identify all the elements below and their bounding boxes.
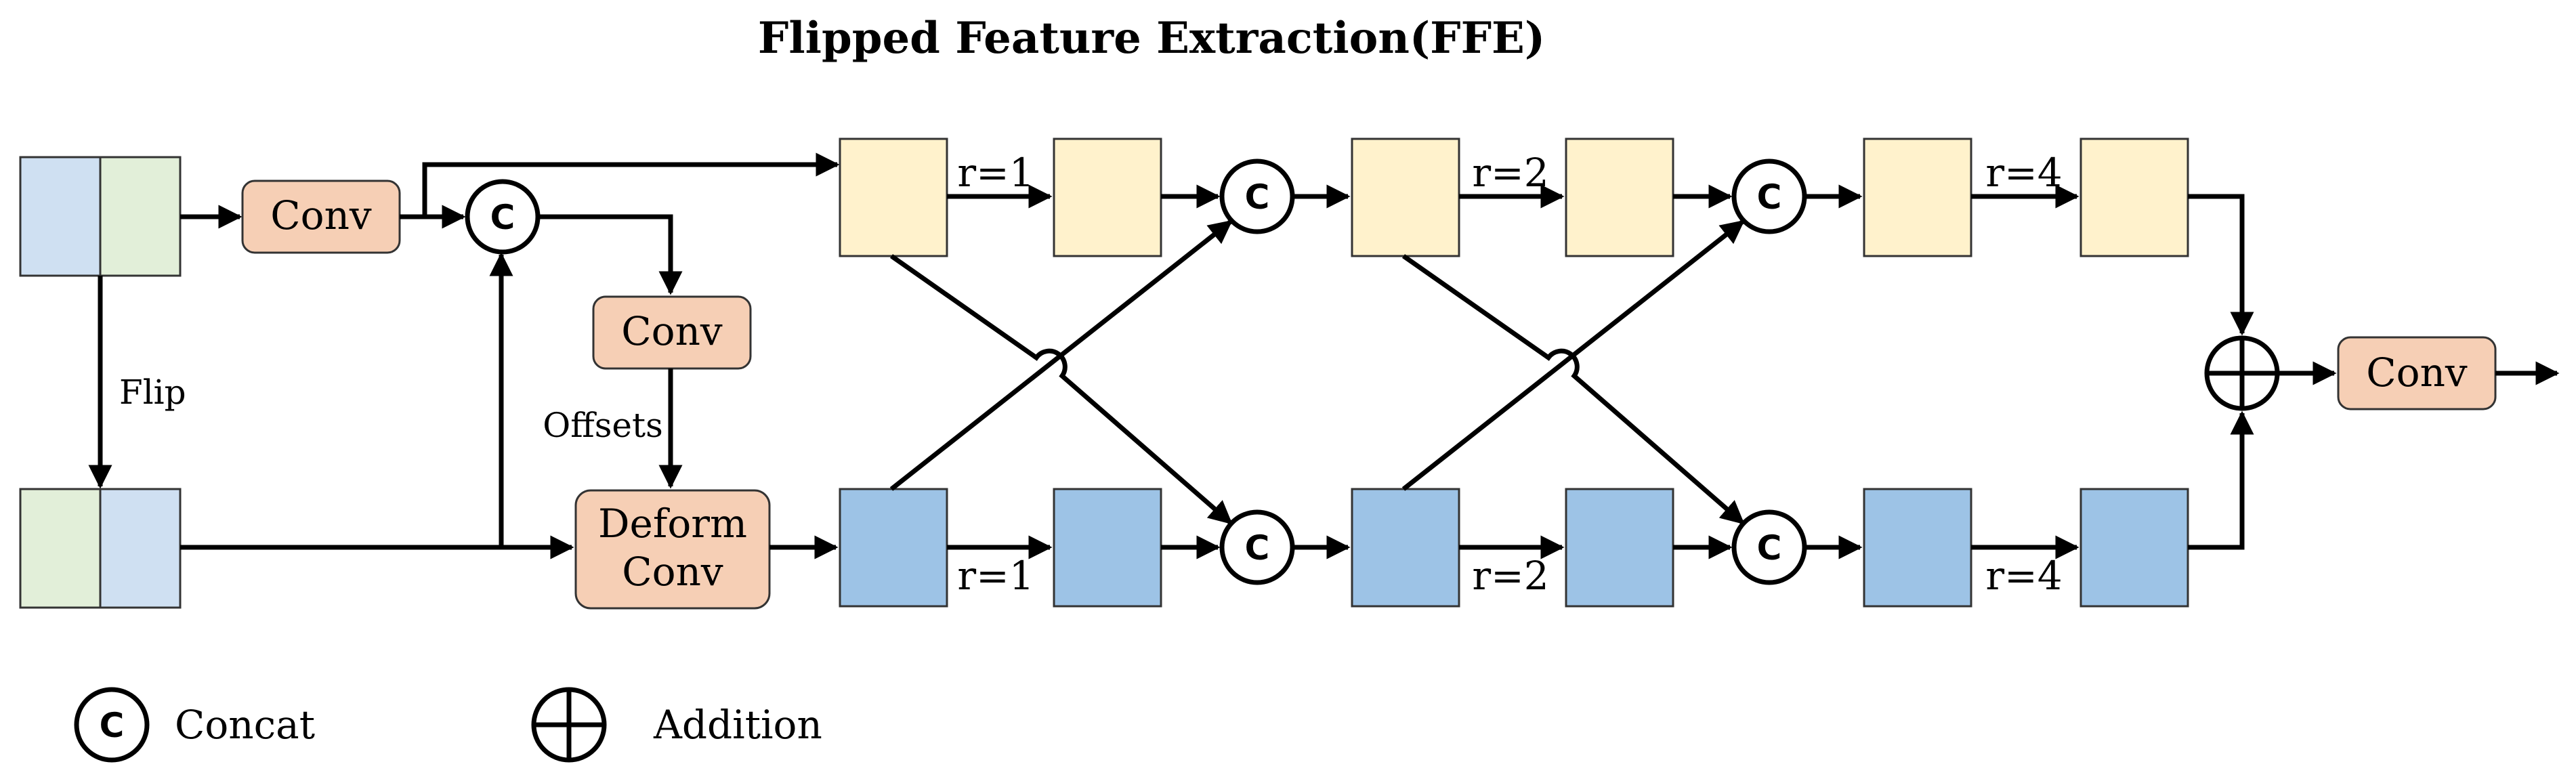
deform-conv-label-line1: Deform (598, 501, 747, 547)
blue-block-5 (1863, 488, 1972, 608)
deform-conv-label-line2: Conv (622, 549, 723, 595)
concat-node-top-1-symbol: C (1245, 177, 1270, 217)
legend-addition-label: Addition (653, 702, 822, 748)
legend-concat-label: Concat (175, 702, 315, 748)
cream-block-6 (2079, 138, 2189, 257)
flipped-left-block (19, 488, 102, 609)
top-r2-label: r=2 (1472, 150, 1548, 196)
flip-label: Flip (119, 373, 186, 412)
bottom-r4-label: r=4 (1985, 553, 2062, 599)
concat-node-top-2-symbol: C (1757, 177, 1782, 217)
cream-block-2 (1053, 138, 1162, 257)
conv-block-output-label: Conv (2366, 350, 2468, 396)
legend-addition: Addition (531, 687, 822, 763)
arrow-bottom-to-addition (2188, 410, 2254, 550)
blue-block-4 (1565, 488, 1674, 608)
blue-block-2 (1053, 488, 1162, 608)
cross-blue3-to-top-concat2 (1401, 219, 1745, 491)
input-top-right-block (99, 156, 182, 277)
legend-concat: C Concat (74, 687, 315, 763)
cream-block-5 (1863, 138, 1972, 257)
concat-node-1-symbol: C (490, 198, 515, 237)
concat-node-bottom-1-symbol: C (1245, 528, 1270, 568)
legend-concat-icon (74, 687, 150, 763)
concat-node-bottom-2-symbol: C (1757, 528, 1782, 568)
addition-node (2204, 335, 2280, 411)
blue-block-6 (2079, 488, 2189, 608)
arrow-to-cream-1 (422, 152, 840, 217)
diagram-title: Flipped Feature Extraction(FFE) (758, 13, 1545, 64)
input-feature-top (19, 156, 182, 277)
bottom-r2-label: r=2 (1472, 553, 1548, 599)
flipped-right-block (99, 488, 182, 609)
cross-cream3-to-bottom-concat2 (1401, 254, 1745, 525)
cream-block-3 (1351, 138, 1460, 257)
arrow-top-to-addition (2188, 194, 2254, 336)
blue-block-3 (1351, 488, 1460, 608)
bottom-r1-label: r=1 (957, 553, 1034, 599)
cross-cream1-to-bottom-concat1 (889, 254, 1233, 525)
cream-block-4 (1565, 138, 1674, 257)
input-top-left-block (19, 156, 102, 277)
cream-block-1 (839, 138, 948, 257)
legend-concat-icon-symbol: C (100, 706, 125, 745)
input-feature-flipped (19, 488, 182, 609)
legend-addition-icon (531, 687, 607, 763)
blue-block-1 (839, 488, 948, 608)
arrow-concat-to-conv (538, 214, 683, 295)
top-r4-label: r=4 (1985, 150, 2062, 196)
top-r1-label: r=1 (957, 150, 1034, 196)
cross-blue1-to-top-concat1 (889, 219, 1233, 491)
conv-block-offsets-label: Conv (621, 308, 723, 354)
conv-block-1-label: Conv (270, 192, 372, 238)
offsets-label: Offsets (543, 406, 663, 445)
